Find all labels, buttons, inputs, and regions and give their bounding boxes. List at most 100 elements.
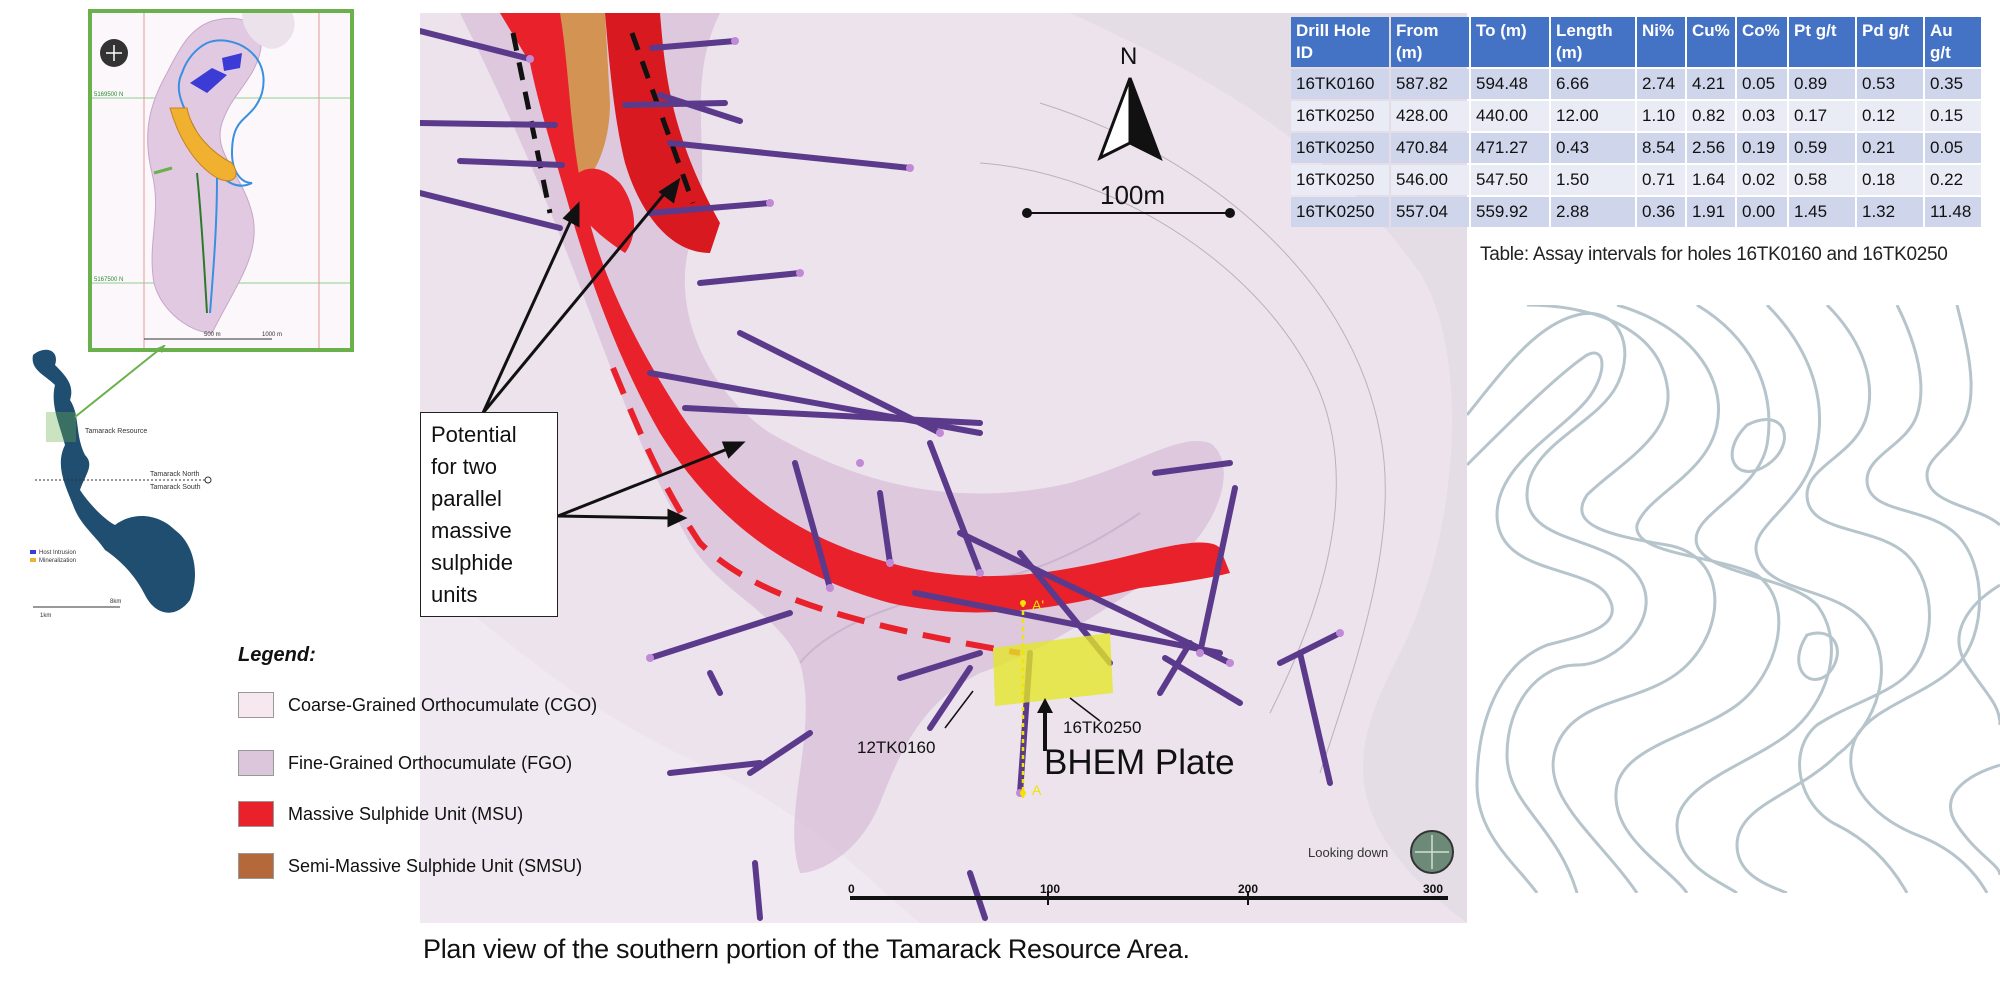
legend-swatch-cgo (238, 692, 274, 718)
header-pt: Pt g/t (1789, 17, 1855, 67)
plan-view-graphic: A' A 12TK0160 16TK0250 BHEM Plate N 100m (420, 13, 1467, 923)
table-cell: 0.59 (1789, 133, 1855, 163)
detail-scale-end: 1000 m (262, 332, 282, 338)
table-cell: 4.21 (1687, 69, 1735, 99)
bhem-plate-label: BHEM Plate (1044, 743, 1235, 782)
header-from: From (m) (1391, 17, 1469, 67)
table-cell: 0.15 (1925, 101, 1981, 131)
table-cell: 1.64 (1687, 165, 1735, 195)
header-drill-hole-id: Drill Hole ID (1291, 17, 1389, 67)
legend-item-fgo: Fine-Grained Orthocumulate (FGO) (238, 748, 572, 778)
figure-caption: Plan view of the southern portion of the… (423, 934, 1190, 964)
table-cell: 2.74 (1637, 69, 1685, 99)
legend-label: Massive Sulphide Unit (MSU) (288, 803, 524, 824)
legend-item-smsu: Semi-Massive Sulphide Unit (SMSU) (238, 851, 582, 881)
header-pd: Pd g/t (1857, 17, 1923, 67)
scale-tick-300: 300 (1423, 882, 1443, 896)
table-cell: 16TK0250 (1291, 133, 1389, 163)
north-label: N (1120, 43, 1137, 70)
legend-host-intrusion: Host Intrusion (39, 550, 76, 556)
table-cell: 0.00 (1737, 197, 1787, 227)
table-cell: 0.03 (1737, 101, 1787, 131)
inset-detail-graphic: 5169500 N 5167500 N 500 m 1000 m (92, 13, 350, 348)
view-compass-icon (1410, 830, 1454, 874)
table-caption: Table: Assay intervals for holes 16TK016… (1480, 244, 1948, 265)
callout-line: for two (431, 454, 498, 479)
legend-label: Coarse-Grained Orthocumulate (CGO) (288, 694, 598, 715)
drill-hole-label-12tk0160: 12TK0160 (857, 738, 935, 757)
table-cell: 470.84 (1391, 133, 1469, 163)
table-cell: 428.00 (1391, 101, 1469, 131)
interpretation-callout: Potential for two parallel massive sulph… (420, 412, 558, 617)
table-cell: 0.12 (1857, 101, 1923, 131)
callout-line: sulphide (431, 550, 513, 575)
legend-label: Fine-Grained Orthocumulate (FGO) (288, 752, 573, 773)
legend-title: Legend: (238, 644, 316, 666)
section-label-top: A' (1032, 597, 1044, 613)
legend-item-cgo: Coarse-Grained Orthocumulate (CGO) (238, 690, 597, 720)
table-cell: 16TK0250 (1291, 197, 1389, 227)
table-cell: 11.48 (1925, 197, 1981, 227)
table-cell: 1.32 (1857, 197, 1923, 227)
table-cell: 0.17 (1789, 101, 1855, 131)
header-au: Au g/t (1925, 17, 1981, 67)
drill-hole-label-16tk0250: 16TK0250 (1063, 718, 1141, 737)
north-arrow-icon (1097, 77, 1163, 162)
legend-item-msu: Massive Sulphide Unit (MSU) (238, 799, 523, 829)
resource-label: Tamarack Resource (85, 428, 147, 435)
section-label-bottom: A (1032, 782, 1042, 798)
table-cell: 0.02 (1737, 165, 1787, 195)
legend-swatch-msu (238, 801, 274, 827)
assay-table-header-row: Drill Hole ID From (m) To (m) Length (m)… (1291, 17, 1981, 67)
table-cell: 0.53 (1857, 69, 1923, 99)
scale-tick-100: 100 (1040, 882, 1060, 896)
grid-label-north-2: 5167500 N (94, 277, 123, 283)
table-cell: 0.21 (1857, 133, 1923, 163)
decorative-contour-pattern (1467, 305, 2000, 893)
table-cell: 557.04 (1391, 197, 1469, 227)
table-cell: 0.19 (1737, 133, 1787, 163)
table-cell: 0.18 (1857, 165, 1923, 195)
table-cell: 1.91 (1687, 197, 1735, 227)
table-cell: 471.27 (1471, 133, 1549, 163)
table-cell: 546.00 (1391, 165, 1469, 195)
table-cell: 0.43 (1551, 133, 1635, 163)
table-cell: 2.56 (1687, 133, 1735, 163)
table-cell: 1.50 (1551, 165, 1635, 195)
scale-tick-0: 0 (848, 882, 855, 896)
table-cell: 16TK0250 (1291, 165, 1389, 195)
callout-line: parallel (431, 486, 502, 511)
plan-view-map: A' A 12TK0160 16TK0250 BHEM Plate N 100m (420, 13, 1467, 923)
table-cell: 0.05 (1925, 133, 1981, 163)
tamarack-north-label: Tamarack North (150, 471, 200, 478)
table-cell: 0.71 (1637, 165, 1685, 195)
overview-scale-end: 8km (110, 599, 121, 605)
header-to: To (m) (1471, 17, 1549, 67)
table-cell: 6.66 (1551, 69, 1635, 99)
table-cell: 0.22 (1925, 165, 1981, 195)
header-ni: Ni% (1637, 17, 1685, 67)
table-cell: 1.10 (1637, 101, 1685, 131)
table-cell: 0.36 (1637, 197, 1685, 227)
inset-detail-map: 5169500 N 5167500 N 500 m 1000 m (88, 9, 354, 352)
callout-line: massive (431, 518, 512, 543)
table-cell: 0.35 (1925, 69, 1981, 99)
header-co: Co% (1737, 17, 1787, 67)
callout-line: units (431, 582, 478, 607)
legend-swatch-fgo (238, 750, 274, 776)
grid-label-north-1: 5169500 N (94, 92, 123, 98)
legend-mineralization: Mineralization (39, 558, 76, 564)
table-cell: 547.50 (1471, 165, 1549, 195)
table-cell: 594.48 (1471, 69, 1549, 99)
regional-overview-map: Tamarack Resource Tamarack North Tamarac… (30, 345, 212, 619)
callout-line: Potential (431, 422, 517, 447)
table-cell: 440.00 (1471, 101, 1549, 131)
tamarack-south-label: Tamarack South (150, 484, 201, 491)
detail-scale-mid: 500 m (204, 332, 221, 338)
table-cell: 559.92 (1471, 197, 1549, 227)
scale-bar-label: 100m (1100, 180, 1165, 210)
